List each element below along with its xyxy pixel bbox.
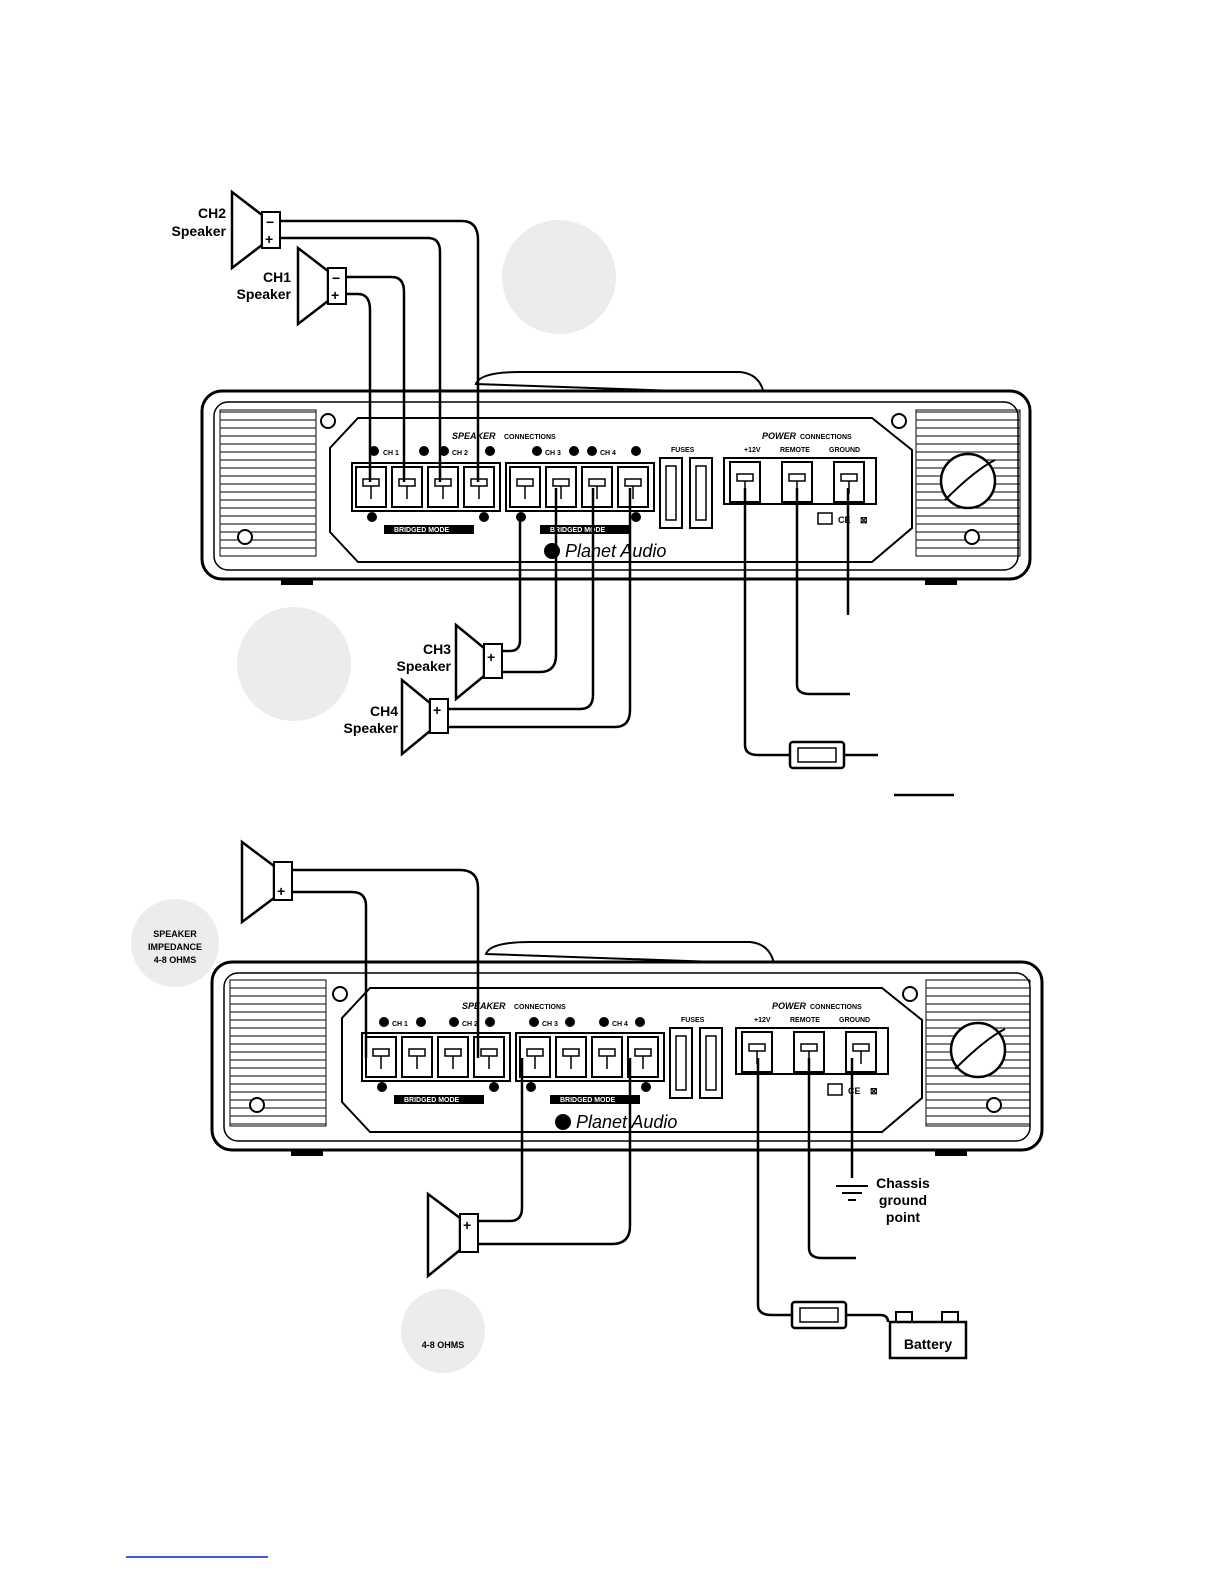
ohms-badge-empty	[237, 607, 351, 721]
impedance-badge-line-3: 4-8 OHMS	[154, 955, 197, 965]
screw-icon	[320, 413, 336, 429]
screw-icon	[964, 529, 980, 545]
ch3-speaker: +	[454, 622, 503, 702]
screw-icon	[237, 529, 253, 545]
power-ground-label: GROUND	[829, 447, 860, 454]
power-connections-subheader: CONNECTIONS	[800, 434, 852, 441]
ch2-speaker-label-2: Speaker	[172, 223, 227, 239]
impedance-badge	[131, 899, 219, 987]
ch2-speaker: − +	[230, 189, 281, 271]
screw-icon	[902, 986, 918, 1002]
power-connections-subheader-2: CONNECTIONS	[810, 1004, 862, 1011]
bridged-speaker-2: +	[426, 1191, 479, 1279]
chassis-label-line-3: point	[886, 1209, 921, 1225]
ohms-badge-label: 4-8 OHMS	[422, 1340, 465, 1350]
ch1-label-2: CH 1	[392, 1021, 408, 1028]
planet-logo-icon	[949, 1021, 1007, 1079]
power-remote-label-2: REMOTE	[790, 1017, 820, 1024]
svg-text:+: +	[277, 883, 285, 899]
impedance-badge-empty	[502, 220, 616, 334]
svg-text:+: +	[487, 649, 495, 665]
bottom-diagram: SPEAKER IMPEDANCE 4-8 OHMS 4-8 OHMS SPEA…	[131, 839, 1044, 1373]
link-underline	[126, 1556, 268, 1558]
ch3-speaker-label-2: Speaker	[397, 658, 452, 674]
fuses-label: FUSES	[671, 447, 695, 454]
ch2-label: CH 2	[452, 450, 468, 457]
chassis-label-line-2: ground	[879, 1192, 927, 1208]
impedance-badge-line-2: IMPEDANCE	[148, 942, 202, 952]
bridged-mode-label-3: BRIDGED MODE	[404, 1097, 460, 1104]
recycle-bin-icon: ⊠	[860, 515, 868, 525]
ch2-label-2: CH 2	[462, 1021, 478, 1028]
ch1-label: CH 1	[383, 450, 399, 457]
recycle-bin-icon: ⊠	[870, 1086, 878, 1096]
ch1-speaker: − +	[296, 245, 347, 327]
channel-labels: CH 1 CH 2 CH 3 CH 4	[369, 446, 641, 457]
ch3-speaker-label: CH3	[423, 641, 451, 657]
power-12v-label: +12V	[744, 447, 761, 454]
svg-text:+: +	[463, 1217, 471, 1233]
speaker-connections-header: SPEAKER	[452, 431, 496, 441]
planet-logo-icon	[939, 452, 997, 510]
amplifier-bottom: SPEAKER CONNECTIONS POWER CONNECTIONS CH…	[210, 941, 1044, 1156]
ch4-speaker-label: CH4	[370, 703, 398, 719]
svg-text:+: +	[331, 287, 339, 303]
brand-name-2: Planet Audio	[576, 1112, 677, 1132]
speaker-connections-header-2: SPEAKER	[462, 1001, 506, 1011]
top-diagram: SPEAKER CONNECTIONS POWER CONNECTIONS CH…	[172, 189, 1032, 797]
brand-name: Planet Audio	[565, 541, 666, 561]
power-wires-bottom	[756, 1058, 890, 1330]
svg-text:+: +	[265, 231, 273, 247]
brand-logo-icon	[544, 543, 560, 559]
screw-icon	[249, 1097, 265, 1113]
ohms-badge	[401, 1289, 485, 1373]
svg-text:−: −	[266, 214, 274, 230]
ch1-speaker-label: CH1	[263, 269, 291, 285]
power-connections-header: POWER	[762, 431, 797, 441]
ce-mark-icon: CE	[838, 515, 851, 525]
power-12v-label-2: +12V	[754, 1017, 771, 1024]
amplifier-top: SPEAKER CONNECTIONS POWER CONNECTIONS CH…	[200, 371, 1032, 585]
ch4-speaker: +	[400, 677, 449, 757]
battery-icon: Battery	[888, 1311, 968, 1360]
impedance-badge-line-1: SPEAKER	[153, 929, 197, 939]
bridged-mode-label-1: BRIDGED MODE	[394, 527, 450, 534]
ch2-speaker-label: CH2	[198, 205, 226, 221]
bridged-mode-label-4: BRIDGED MODE	[560, 1097, 616, 1104]
ce-mark-icon-2: CE	[848, 1086, 861, 1096]
power-remote-label: REMOTE	[780, 447, 810, 454]
svg-text:+: +	[433, 702, 441, 718]
chassis-label-line-1: Chassis	[876, 1175, 930, 1191]
ch1-speaker-label-2: Speaker	[237, 286, 292, 302]
ch4-label-2: CH 4	[612, 1021, 628, 1028]
screw-icon	[986, 1097, 1002, 1113]
ch3-label: CH 3	[545, 450, 561, 457]
speaker-connections-subheader-2: CONNECTIONS	[514, 1004, 566, 1011]
ch4-label: CH 4	[600, 450, 616, 457]
bridged-mode-label-2: BRIDGED MODE	[550, 527, 606, 534]
svg-text:−: −	[332, 270, 340, 286]
screw-icon	[332, 986, 348, 1002]
power-connections-header-2: POWER	[772, 1001, 807, 1011]
brand-logo-icon	[555, 1114, 571, 1130]
power-ground-label-2: GROUND	[839, 1017, 870, 1024]
battery-label: Battery	[904, 1336, 952, 1352]
fuses-label-2: FUSES	[681, 1017, 705, 1024]
bridged-speaker-1: +	[240, 839, 293, 925]
speaker-wires-bottom	[292, 868, 632, 1246]
ch3-label-2: CH 3	[542, 1021, 558, 1028]
speaker-connections-subheader: CONNECTIONS	[504, 434, 556, 441]
power-wires-top	[743, 488, 954, 797]
screw-icon	[891, 413, 907, 429]
ch4-speaker-label-2: Speaker	[344, 720, 399, 736]
speaker-wires-top	[280, 219, 632, 729]
